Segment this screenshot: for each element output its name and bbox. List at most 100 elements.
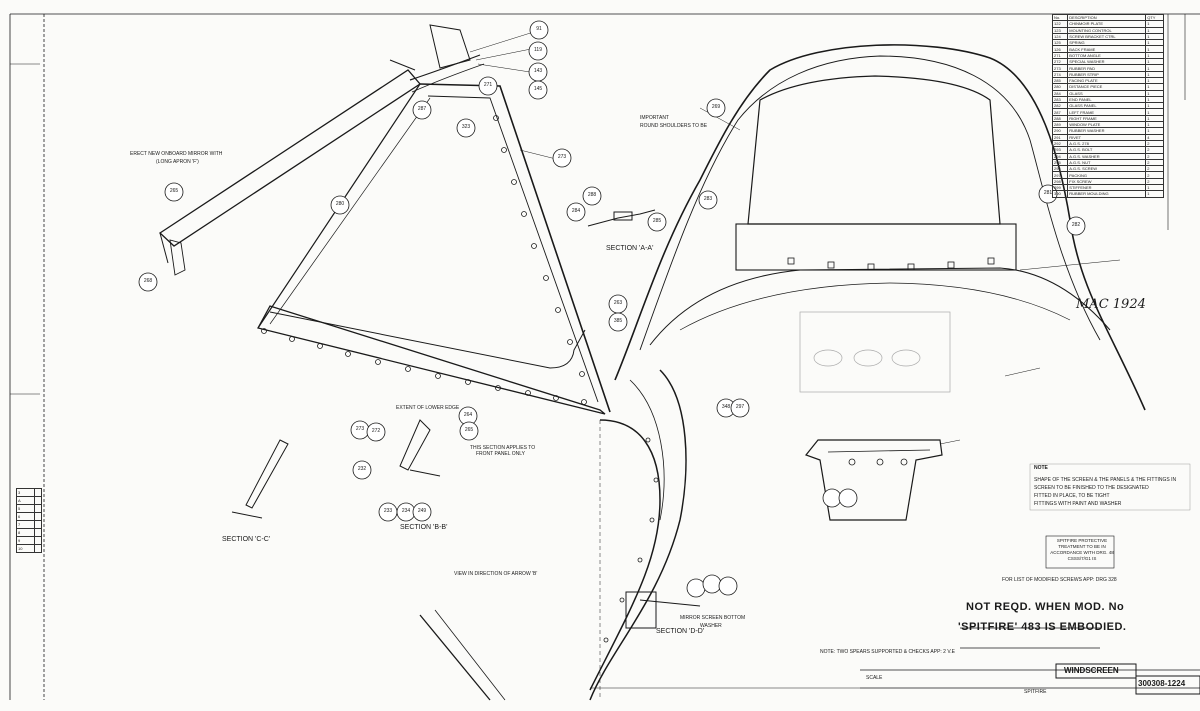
parts-header-no: No. (1051, 13, 1069, 22)
spitfire-note: SPITFIRE PROTECTIVE TREATMENT TO BE IN A… (1050, 538, 1114, 561)
table-cell: 273 (1051, 64, 1069, 72)
drawing-number: 300308-1224 (1138, 679, 1186, 688)
table-cell: 283 (1051, 95, 1069, 104)
note-label: NOTE (1034, 465, 1048, 471)
table-cell: CHINMOIR PLATE (1067, 20, 1147, 28)
table-cell: 7 (16, 520, 35, 529)
stamp: MAC 1924 (1076, 297, 1146, 312)
table-cell: WINDOW PLATE (1067, 121, 1147, 129)
table-cell: 1 (1145, 114, 1164, 123)
table-cell: 285 (1051, 76, 1069, 85)
table-cell: 1 (1145, 190, 1164, 198)
callout-number: 273 (355, 426, 365, 432)
callout-number: 323 (461, 124, 471, 130)
table-cell: 284 (1051, 89, 1069, 97)
callout-number: 272 (371, 428, 381, 434)
callout-number: 285 (652, 218, 662, 224)
callout-number: 284 (571, 208, 581, 214)
rear-note: (LONG APRON 'F') (156, 159, 199, 165)
table-row: 7 (16, 520, 43, 529)
table-row: 9 (16, 536, 43, 545)
important-note: IMPORTANT (640, 115, 669, 121)
callout-number: 268 (143, 278, 153, 284)
callout-number: 145 (533, 86, 543, 92)
note-bottom: NOTE: TWO SPEARS SUPPORTED & CHECKS APP:… (820, 649, 955, 655)
table-cell: 274 (1051, 70, 1069, 78)
table-cell: 9 (16, 536, 35, 545)
table-cell: 3 (16, 488, 35, 497)
callout-number: 233 (383, 508, 393, 514)
glass-note-2: THIS SECTION APPLIES TO (470, 445, 536, 451)
table-cell: 280 (1051, 83, 1069, 91)
callout-number: 281 (1043, 190, 1053, 196)
for-list-note: FOR LIST OF MODIFIED SCREWS APP: DRG 328 (1002, 577, 1117, 583)
callout-number: 264 (463, 412, 473, 418)
callout-number: 143 (533, 68, 543, 74)
table-cell (33, 544, 43, 553)
table-cell: 1 (1145, 76, 1164, 85)
callout-number: 119 (534, 47, 542, 53)
view-direction-label: VIEW IN DIRECTION OF ARROW 'B' (454, 571, 538, 577)
parts-header-desc: DESCRIPTION (1067, 13, 1147, 22)
callout-number: 91 (536, 26, 542, 32)
table-cell: FACING PLATE (1067, 76, 1147, 85)
section-a-label: SECTION 'A-A' (606, 245, 654, 252)
section-d-label: SECTION 'D-D' (656, 628, 705, 635)
table-cell (33, 512, 43, 521)
table-cell: 1 (1145, 64, 1164, 72)
table-cell: 1 (1145, 83, 1164, 91)
note-text-4: FITTINGS WITH PAINT AND WASHER (1034, 501, 1122, 507)
parts-table-header: No. DESCRIPTION QTY (1051, 13, 1164, 22)
callout-number: 283 (703, 196, 713, 202)
table-cell: GLASS PANEL (1067, 102, 1147, 110)
table-cell: 10 (16, 544, 35, 553)
table-cell: 6 (16, 512, 35, 521)
table-cell: A (16, 496, 35, 505)
table-cell: 288 (1051, 114, 1069, 123)
mirror-note-2: WASHER (700, 623, 722, 629)
table-cell: 282 (1051, 102, 1069, 110)
not-reqd-line-1: NOT REQD. WHEN MOD. No (966, 601, 1125, 613)
callout-number: 263 (613, 300, 623, 306)
note-text-3: FITTED IN PLACE, TO BE TIGHT (1034, 493, 1110, 499)
callout-number: 273 (557, 154, 567, 160)
callout-number: 287 (417, 106, 427, 112)
table-row: A (16, 496, 43, 505)
callout-number: 234 (401, 508, 411, 514)
table-cell: 1 (1145, 108, 1164, 116)
table-cell: LEFT FRAME (1067, 108, 1147, 116)
callout-number: 271 (483, 82, 493, 88)
table-cell (33, 520, 43, 529)
table-cell: 287 (1051, 108, 1069, 116)
table-cell: 1 (1145, 70, 1164, 78)
table-row: 3 (16, 488, 43, 497)
table-cell: RUBBER PAD (1067, 64, 1147, 72)
note-text-2: SCREEN TO BE FINISHED TO THE DESIGNATED (1034, 485, 1149, 491)
sheet-title: SPITFIRE (1024, 689, 1047, 695)
table-cell: RIGHT FRAME (1067, 114, 1147, 123)
callout-number: 265 (169, 188, 179, 194)
not-reqd-line-2: 'SPITFIRE' 483 IS EMBODIED. (958, 621, 1127, 633)
glass-note-1: EXTENT OF LOWER EDGE (396, 405, 460, 411)
table-cell (33, 496, 43, 505)
mirror-note-1: MIRROR SCREEN BOTTOM (680, 615, 746, 621)
sheet-scale: SCALE (866, 675, 883, 681)
table-row: 5 (16, 504, 43, 513)
windscreen-title: WINDSCREEN (1064, 666, 1119, 675)
note-text-1: SHAPE OF THE SCREEN & THE PANELS & THE F… (1034, 477, 1177, 483)
callout-number: 288 (587, 192, 597, 198)
